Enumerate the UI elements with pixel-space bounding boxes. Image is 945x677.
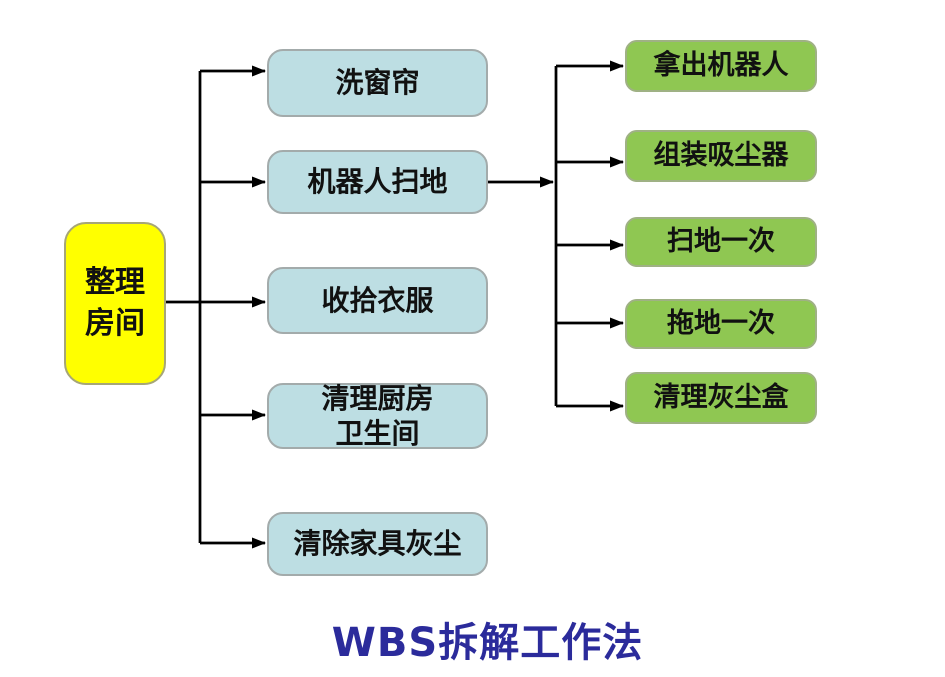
root-node-organize-room: 整理 房间 bbox=[64, 222, 166, 385]
task-node-tidy-clothes: 收拾衣服 bbox=[267, 267, 488, 334]
task-node-robot-sweep: 机器人扫地 bbox=[267, 150, 488, 214]
subtask-node-take-out-robot: 拿出机器人 bbox=[625, 40, 817, 92]
diagram-title: WBS拆解工作法 bbox=[331, 620, 644, 666]
subtask-node-assemble-vacuum: 组装吸尘器 bbox=[625, 130, 817, 182]
task-node-dust-furniture: 清除家具灰尘 bbox=[267, 512, 488, 576]
task-node-clean-kitchen-bathroom: 清理厨房 卫生间 bbox=[267, 382, 488, 450]
task-node-wash-curtains: 洗窗帘 bbox=[267, 49, 488, 117]
subtask-node-mop-once: 拖地一次 bbox=[625, 299, 817, 349]
subtask-node-clean-dust-box: 清理灰尘盒 bbox=[625, 372, 817, 424]
subtask-node-sweep-once: 扫地一次 bbox=[625, 217, 817, 267]
